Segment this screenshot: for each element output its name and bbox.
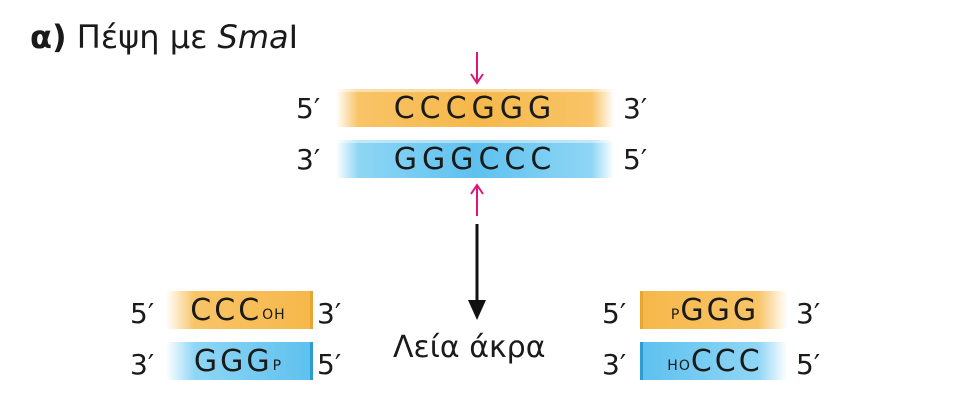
right-frag-top-sequence: GGG <box>680 292 760 328</box>
left-frag-top-sequence: CCC <box>190 292 263 328</box>
bottom-strand-right-end: 5′ <box>623 143 648 176</box>
right-frag-top-right-end: 3′ <box>796 297 821 330</box>
right-frag-top-terminal: P <box>670 307 681 323</box>
enzyme-name-italic: Sma <box>217 18 289 56</box>
top-strand-left-end: 5′ <box>296 92 321 125</box>
blunt-ends-label: Λεία άκρα <box>393 330 546 365</box>
left-frag-bottom-right-end: 5′ <box>317 348 342 381</box>
enzyme-name-roman: I <box>288 18 299 56</box>
left-frag-bottom-terminal: P <box>272 358 283 374</box>
left-frag-top-left-end: 5′ <box>130 297 155 330</box>
bottom-strand: GGGCCC <box>336 140 614 178</box>
right-frag-bottom-sequence: CCC <box>690 343 763 379</box>
bottom-strand-left-end: 3′ <box>296 143 321 176</box>
top-strand: CCCGGG <box>336 89 614 127</box>
cut-arrow-bottom-icon <box>470 183 484 216</box>
diagram-title: α) Πέψη με SmaI <box>30 18 298 56</box>
right-frag-bottom-terminal: HO <box>667 358 691 374</box>
right-frag-top-left-end: 5′ <box>602 297 627 330</box>
digest-arrow-icon <box>468 224 486 320</box>
right-frag-bottom-right-end: 5′ <box>796 348 821 381</box>
cut-arrow-top-icon <box>470 52 484 85</box>
top-strand-sequence: CCCGGG <box>393 90 557 126</box>
panel-label: α) <box>30 18 67 56</box>
left-frag-bottom-left-end: 3′ <box>130 348 155 381</box>
bottom-strand-sequence: GGGCCC <box>393 141 557 177</box>
title-text: Πέψη με <box>76 18 218 56</box>
top-strand-right-end: 3′ <box>623 92 648 125</box>
left-frag-top-right-end: 3′ <box>317 297 342 330</box>
left-frag-bottom-sequence: GGG <box>193 343 273 379</box>
right-frag-bottom-left-end: 3′ <box>602 348 627 381</box>
left-frag-top-terminal: OH <box>262 307 286 323</box>
